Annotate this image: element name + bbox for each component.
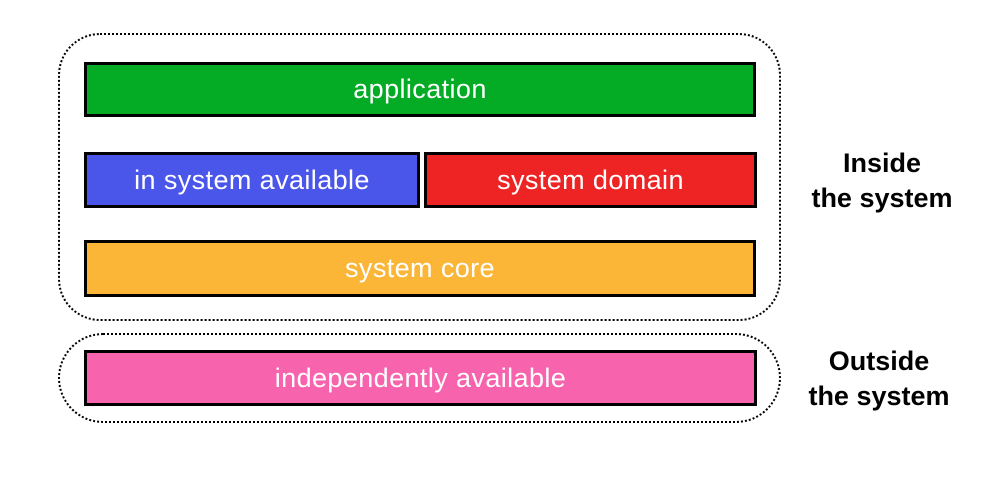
independently-available-box: independently available (84, 350, 757, 406)
outside-system-label-line1: Outside (828, 346, 930, 376)
inside-system-label-line1: Inside (842, 148, 922, 178)
system-core-box: system core (84, 240, 756, 297)
outside-system-boundary: independently available (58, 333, 781, 423)
application-box: application (84, 62, 756, 117)
outside-system-label: Outside the system (779, 344, 979, 414)
outside-system-label-line2: the system (808, 381, 950, 411)
system-domain-box: system domain (424, 152, 757, 208)
inside-system-boundary: application in system available system d… (58, 33, 781, 321)
in-system-available-box: in system available (84, 152, 420, 208)
inside-system-label-line2: the system (811, 183, 953, 213)
inside-system-label: Inside the system (782, 146, 982, 216)
